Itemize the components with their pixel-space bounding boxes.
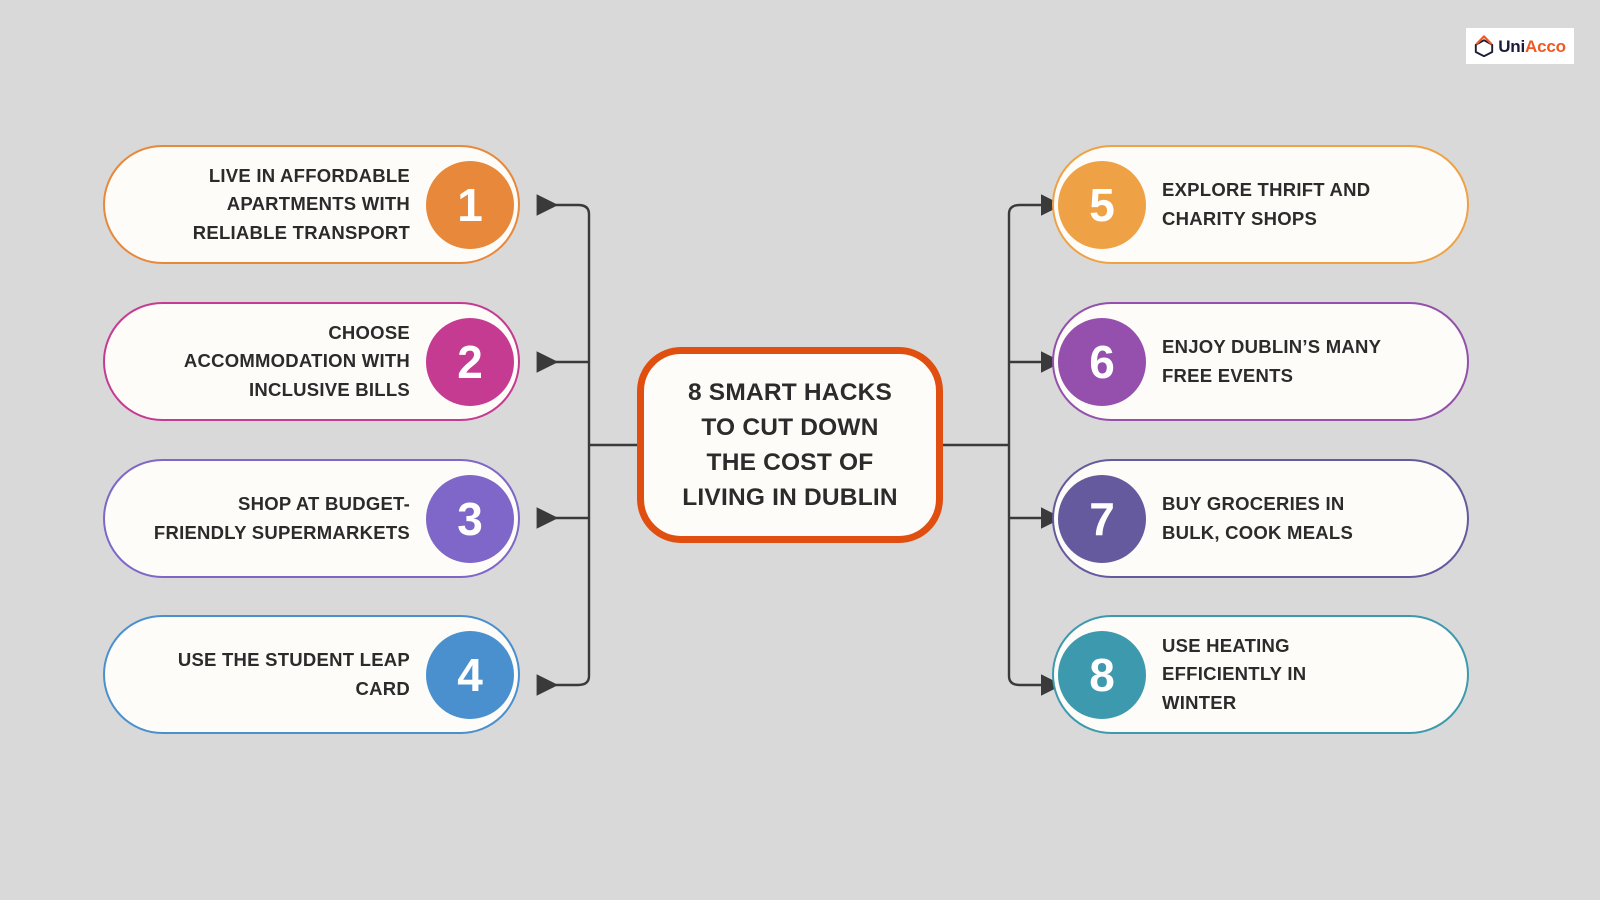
hack-card-6-number: 6 — [1058, 317, 1146, 406]
hack-card-3[interactable]: SHOP AT BUDGET-FRIENDLY SUPERMARKETS 3 — [103, 459, 520, 578]
logo-word-uni: Uni — [1498, 36, 1525, 56]
hack-card-4-number: 4 — [426, 630, 514, 719]
connector-to-item-4 — [536, 671, 591, 696]
logo-word-acco: Acco — [1525, 36, 1566, 56]
hack-card-3-text: SHOP AT BUDGET-FRIENDLY SUPERMARKETS — [153, 493, 410, 543]
hack-card-8-number: 8 — [1058, 630, 1146, 719]
logo-wordmark: UniAcco — [1498, 38, 1566, 55]
hack-card-7-number: 7 — [1058, 474, 1146, 563]
connector-to-item-1 — [536, 194, 591, 219]
house-hexagon-icon — [1475, 35, 1494, 57]
uniacco-logo: UniAcco — [1466, 28, 1574, 64]
hack-card-5-number: 5 — [1058, 160, 1146, 249]
hack-card-2-number: 2 — [426, 317, 514, 406]
hack-card-3-number: 3 — [426, 474, 514, 563]
hack-card-1-number: 1 — [426, 160, 514, 249]
